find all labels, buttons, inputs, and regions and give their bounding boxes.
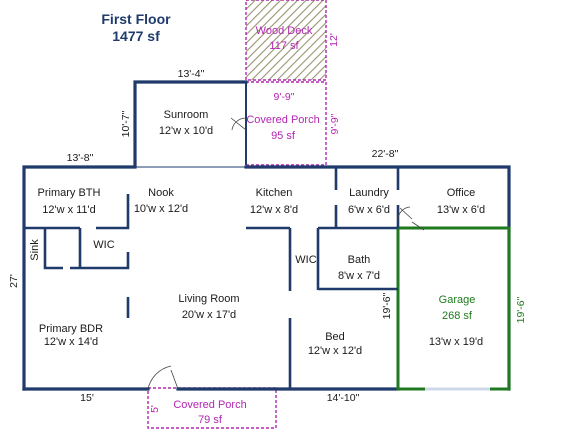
living-room-label: Living Room bbox=[178, 293, 239, 305]
kitchen-size: 12'w x 8'd bbox=[250, 204, 298, 216]
dim-left-side: 27' bbox=[8, 274, 20, 288]
dim-right-top: 22'-8" bbox=[372, 148, 399, 160]
porch-top-width: 9'-9" bbox=[274, 91, 295, 103]
sink-label: Sink bbox=[29, 239, 41, 261]
nook-label: Nook bbox=[148, 187, 174, 199]
garage-depth-left: 19'-6" bbox=[381, 292, 393, 319]
dim-sunroom-depth: 10'-7" bbox=[120, 110, 132, 137]
kitchen-label: Kitchen bbox=[256, 187, 293, 199]
nook-size: 10'w x 12'd bbox=[134, 203, 188, 215]
garage-door-swing bbox=[411, 221, 425, 231]
porch-bottom-depth: 5' bbox=[149, 405, 161, 413]
wic-bed-label: WIC bbox=[295, 254, 316, 266]
living-room-size: 20'w x 17'd bbox=[182, 309, 236, 321]
porch-top-label: Covered Porch bbox=[246, 114, 319, 126]
front-door[interactable] bbox=[147, 365, 179, 390]
sunroom-door[interactable] bbox=[230, 117, 247, 131]
laundry-size: 6'w x 6'd bbox=[348, 204, 390, 216]
garage-area: 268 sf bbox=[442, 310, 473, 322]
garage-label: Garage bbox=[439, 294, 476, 306]
primary-bth-label: Primary BTH bbox=[38, 187, 101, 199]
bath-label: Bath bbox=[348, 254, 371, 266]
office-label: Office bbox=[447, 187, 476, 199]
porch-top-depth: 9'-9" bbox=[329, 113, 341, 134]
garage-outline bbox=[396, 226, 511, 391]
wall-wic-primary bbox=[70, 252, 130, 270]
dim-left-top: 13'-8" bbox=[67, 152, 94, 164]
wall-sink bbox=[43, 228, 63, 270]
exterior-wall-left bbox=[22, 165, 137, 391]
sunroom-label: Sunroom bbox=[164, 109, 209, 121]
laundry-label: Laundry bbox=[349, 187, 389, 199]
bath-size: 8'w x 7'd bbox=[338, 270, 380, 282]
wic-primary-label: WIC bbox=[93, 239, 114, 251]
wood-deck bbox=[245, 0, 327, 81]
office-size: 13'w x 6'd bbox=[437, 204, 485, 216]
primary-bdr-size: 12'w x 14'd bbox=[44, 336, 98, 348]
bed-size: 12'w x 12'd bbox=[308, 345, 362, 357]
bed-label: Bed bbox=[325, 331, 345, 343]
porch-bottom-area: 79 sf bbox=[198, 414, 223, 426]
dim-bottom-left: 15' bbox=[80, 392, 94, 404]
covered-porch-top bbox=[245, 81, 327, 166]
floor-title: First Floor bbox=[101, 11, 171, 27]
porch-top-area: 95 sf bbox=[271, 130, 296, 142]
porch-bottom-label: Covered Porch bbox=[173, 399, 246, 411]
primary-bth-size: 12'w x 11'd bbox=[42, 204, 96, 216]
floor-area: 1477 sf bbox=[112, 28, 160, 44]
covered-porch-bottom bbox=[147, 387, 277, 429]
dim-sunroom-width: 13'-4" bbox=[178, 68, 205, 80]
primary-bdr-label: Primary BDR bbox=[39, 323, 103, 335]
wood-deck-area: 117 sf bbox=[269, 40, 299, 52]
wood-deck-label: Wood Deck bbox=[256, 25, 313, 37]
office-door[interactable] bbox=[397, 206, 413, 221]
sunroom-wall bbox=[133, 80, 248, 167]
garage-depth-right: 19'-6" bbox=[515, 296, 527, 323]
dim-bottom-right: 14'-10" bbox=[327, 392, 360, 404]
sunroom-size: 12'w x 10'd bbox=[159, 125, 213, 137]
garage-size: 13'w x 19'd bbox=[429, 336, 483, 348]
wood-deck-depth: 12' bbox=[328, 33, 340, 47]
wall-bth-right bbox=[96, 194, 130, 230]
